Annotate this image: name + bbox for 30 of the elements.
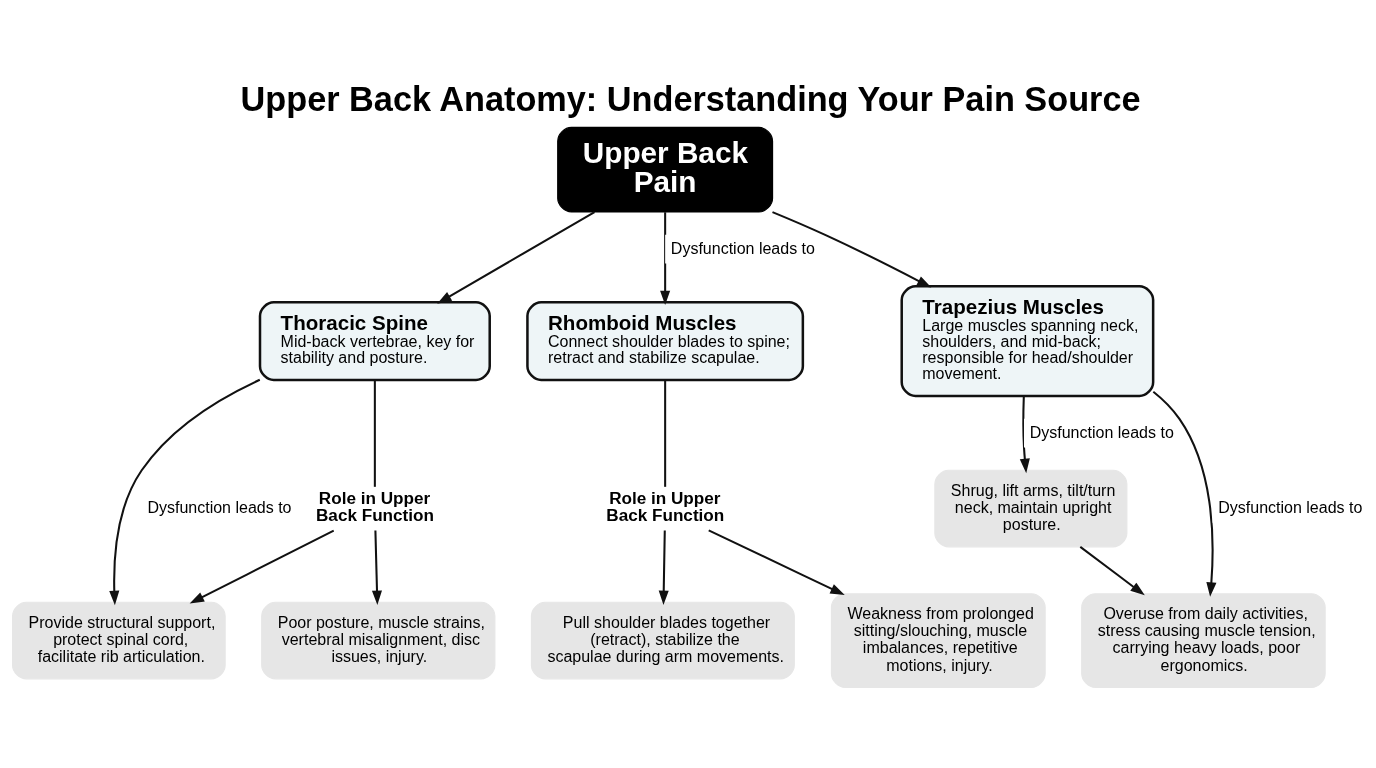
arrow	[371, 530, 383, 606]
arrow	[109, 378, 261, 606]
connector	[373, 380, 376, 487]
node-box: Shrug, lift arms, tilt/turn neck, maintain upright posture.	[934, 469, 1128, 548]
diagram-title: Upper Back Anatomy: Understanding Your Pain Source	[240, 80, 1141, 119]
node-box: Weakness from prolonged sitting/slouching, muscle imbalances, repetitive motions, injury.	[830, 593, 1046, 688]
arrow	[1079, 546, 1145, 596]
arrow	[189, 529, 335, 604]
edge-label: Dysfunction leads to	[670, 239, 815, 257]
arrow	[1152, 390, 1217, 597]
edge-label: Dysfunction leads to	[1029, 423, 1174, 441]
node-box: Poor posture, muscle strains, vertebral misalignment, disc issues, injury.	[261, 601, 496, 680]
node-box: Overuse from daily activities, stress causing muscle tension, carrying heavy loads, poor ergonomics.	[1081, 593, 1326, 688]
arrow	[437, 211, 595, 304]
arrow	[772, 211, 932, 288]
edge-label: Dysfunction leads to	[1218, 499, 1363, 517]
node-box: Provide structural support, protect spinal cord, facilitate rib articulation.	[12, 601, 226, 680]
node-box: Trapezius Muscles Large muscles spanning neck, shoulders, and mid-back; responsible for head/shoulder movement.	[900, 285, 1155, 398]
edge-label: Dysfunction leads to	[147, 499, 292, 517]
arrow	[708, 529, 845, 595]
connector	[664, 380, 667, 487]
node-box: Upper Back Pain	[557, 126, 774, 213]
arrow	[1019, 396, 1030, 474]
arrow	[658, 530, 669, 605]
node-text: Role in Upper Back Function	[606, 488, 725, 526]
node-box: Pull shoulder blades together (retract), stabilize the scapulae during arm movements.	[530, 601, 795, 680]
arrow	[660, 212, 671, 306]
node-text: Role in Upper Back Function	[316, 488, 434, 526]
node-box: Rhomboid Muscles Connect shoulder blades to spine; retract and stabilize scapulae.	[526, 301, 805, 382]
node-box: Thoracic Spine Mid-back vertebrae, key for stability and posture.	[258, 301, 491, 382]
